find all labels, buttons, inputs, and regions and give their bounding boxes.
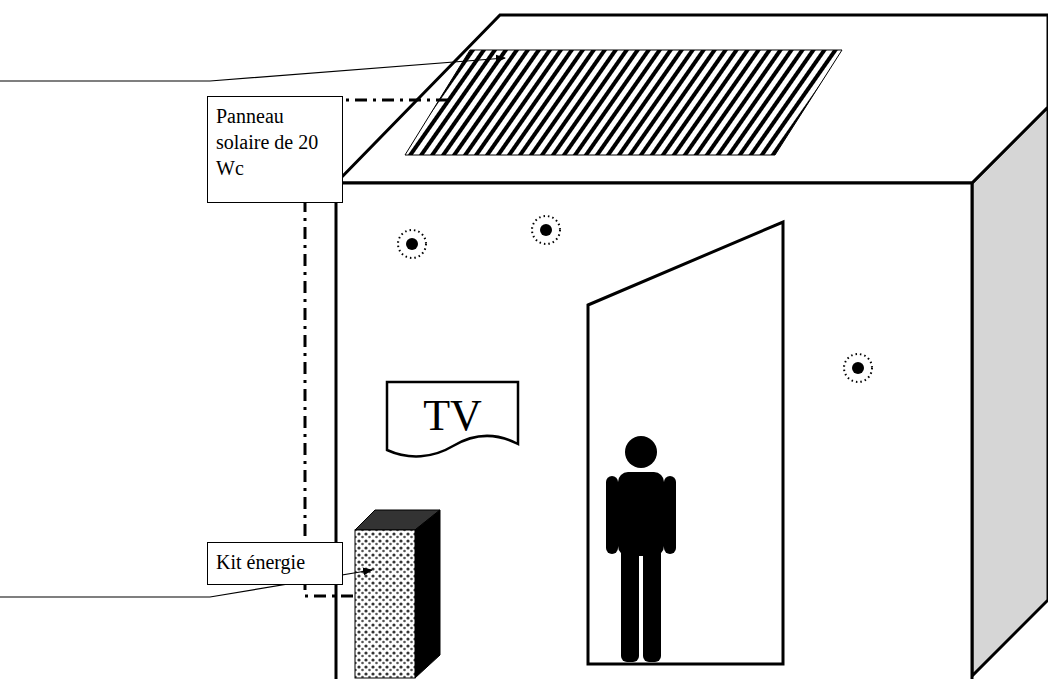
label-box: Panneau solaire de 20 Wc (207, 96, 343, 203)
tv-screen: TV (385, 380, 520, 460)
leader-arrow (0, 58, 505, 81)
house-side (972, 107, 1048, 676)
person-silhouette (606, 436, 676, 662)
label-box: Kit énergie (207, 542, 343, 585)
energy-kit (355, 510, 440, 678)
solar-panel (405, 50, 842, 155)
label-text: Kit énergie (216, 549, 334, 575)
door (588, 222, 783, 664)
house-front (336, 183, 972, 679)
label-text: Panneau solaire de 20 Wc (216, 103, 334, 181)
tv-text: TV (423, 390, 482, 441)
